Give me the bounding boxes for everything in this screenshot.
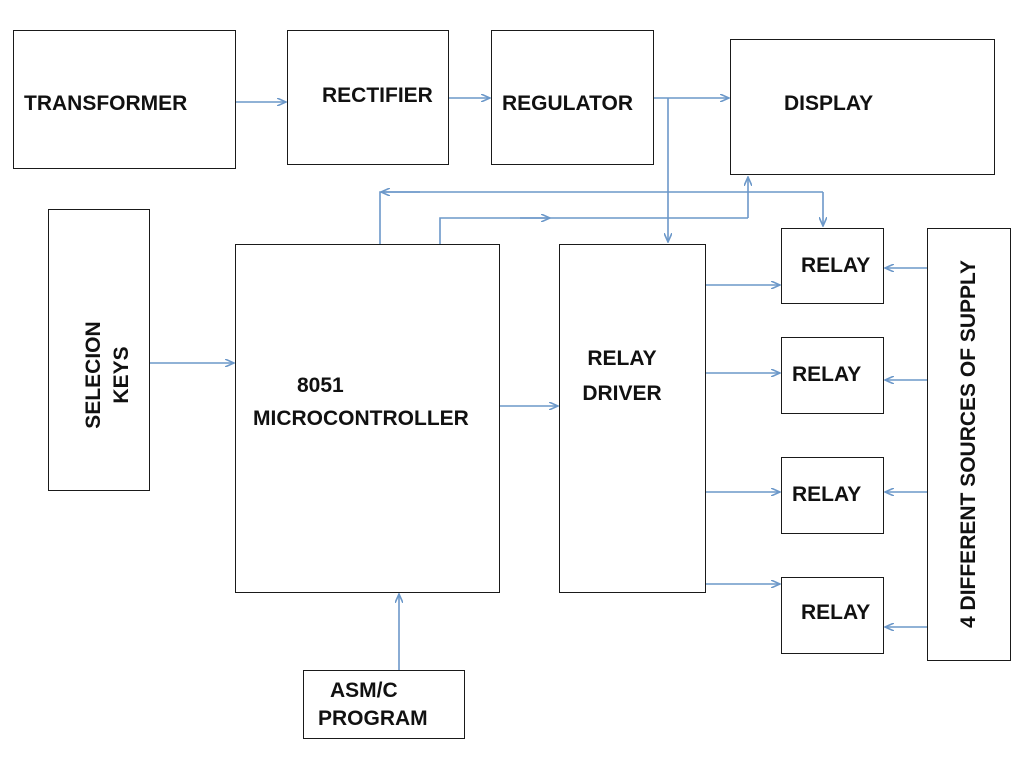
rectifier-label: RECTIFIER <box>322 84 433 107</box>
selection-keys-block <box>48 209 150 491</box>
relay-driver-label-line2: DRIVER <box>582 382 662 405</box>
relay-3-block <box>781 457 884 534</box>
supply-sources-block <box>927 228 1011 661</box>
display-label: DISPLAY <box>784 92 874 115</box>
microcontroller-block <box>235 244 500 593</box>
relay-driver-label-line1: RELAY <box>587 347 657 370</box>
relay-4-label: RELAY <box>801 601 871 624</box>
transformer-block <box>13 30 236 169</box>
display-block <box>730 39 995 175</box>
program-label-line2: PROGRAM <box>318 707 428 730</box>
relay-3-label: RELAY <box>792 483 862 506</box>
regulator-label: REGULATOR <box>502 92 634 115</box>
relay-2-block <box>781 337 884 414</box>
rectifier-block <box>287 30 449 165</box>
microcontroller-to-display-line <box>439 217 748 244</box>
relay-1-label: RELAY <box>801 254 871 277</box>
microcontroller-label-line1: 8051 <box>297 374 344 397</box>
relay-2-label: RELAY <box>792 363 862 386</box>
relay-1-block <box>781 228 884 304</box>
relay-driver-block <box>559 244 706 593</box>
regulator-block <box>491 30 654 165</box>
program-label-line1: ASM/C <box>330 679 398 702</box>
program-block <box>303 670 465 739</box>
transformer-label: TRANSFORMER <box>24 92 188 115</box>
relay-4-block <box>781 577 884 654</box>
microcontroller-label-line2: MICROCONTROLLER <box>253 407 469 430</box>
